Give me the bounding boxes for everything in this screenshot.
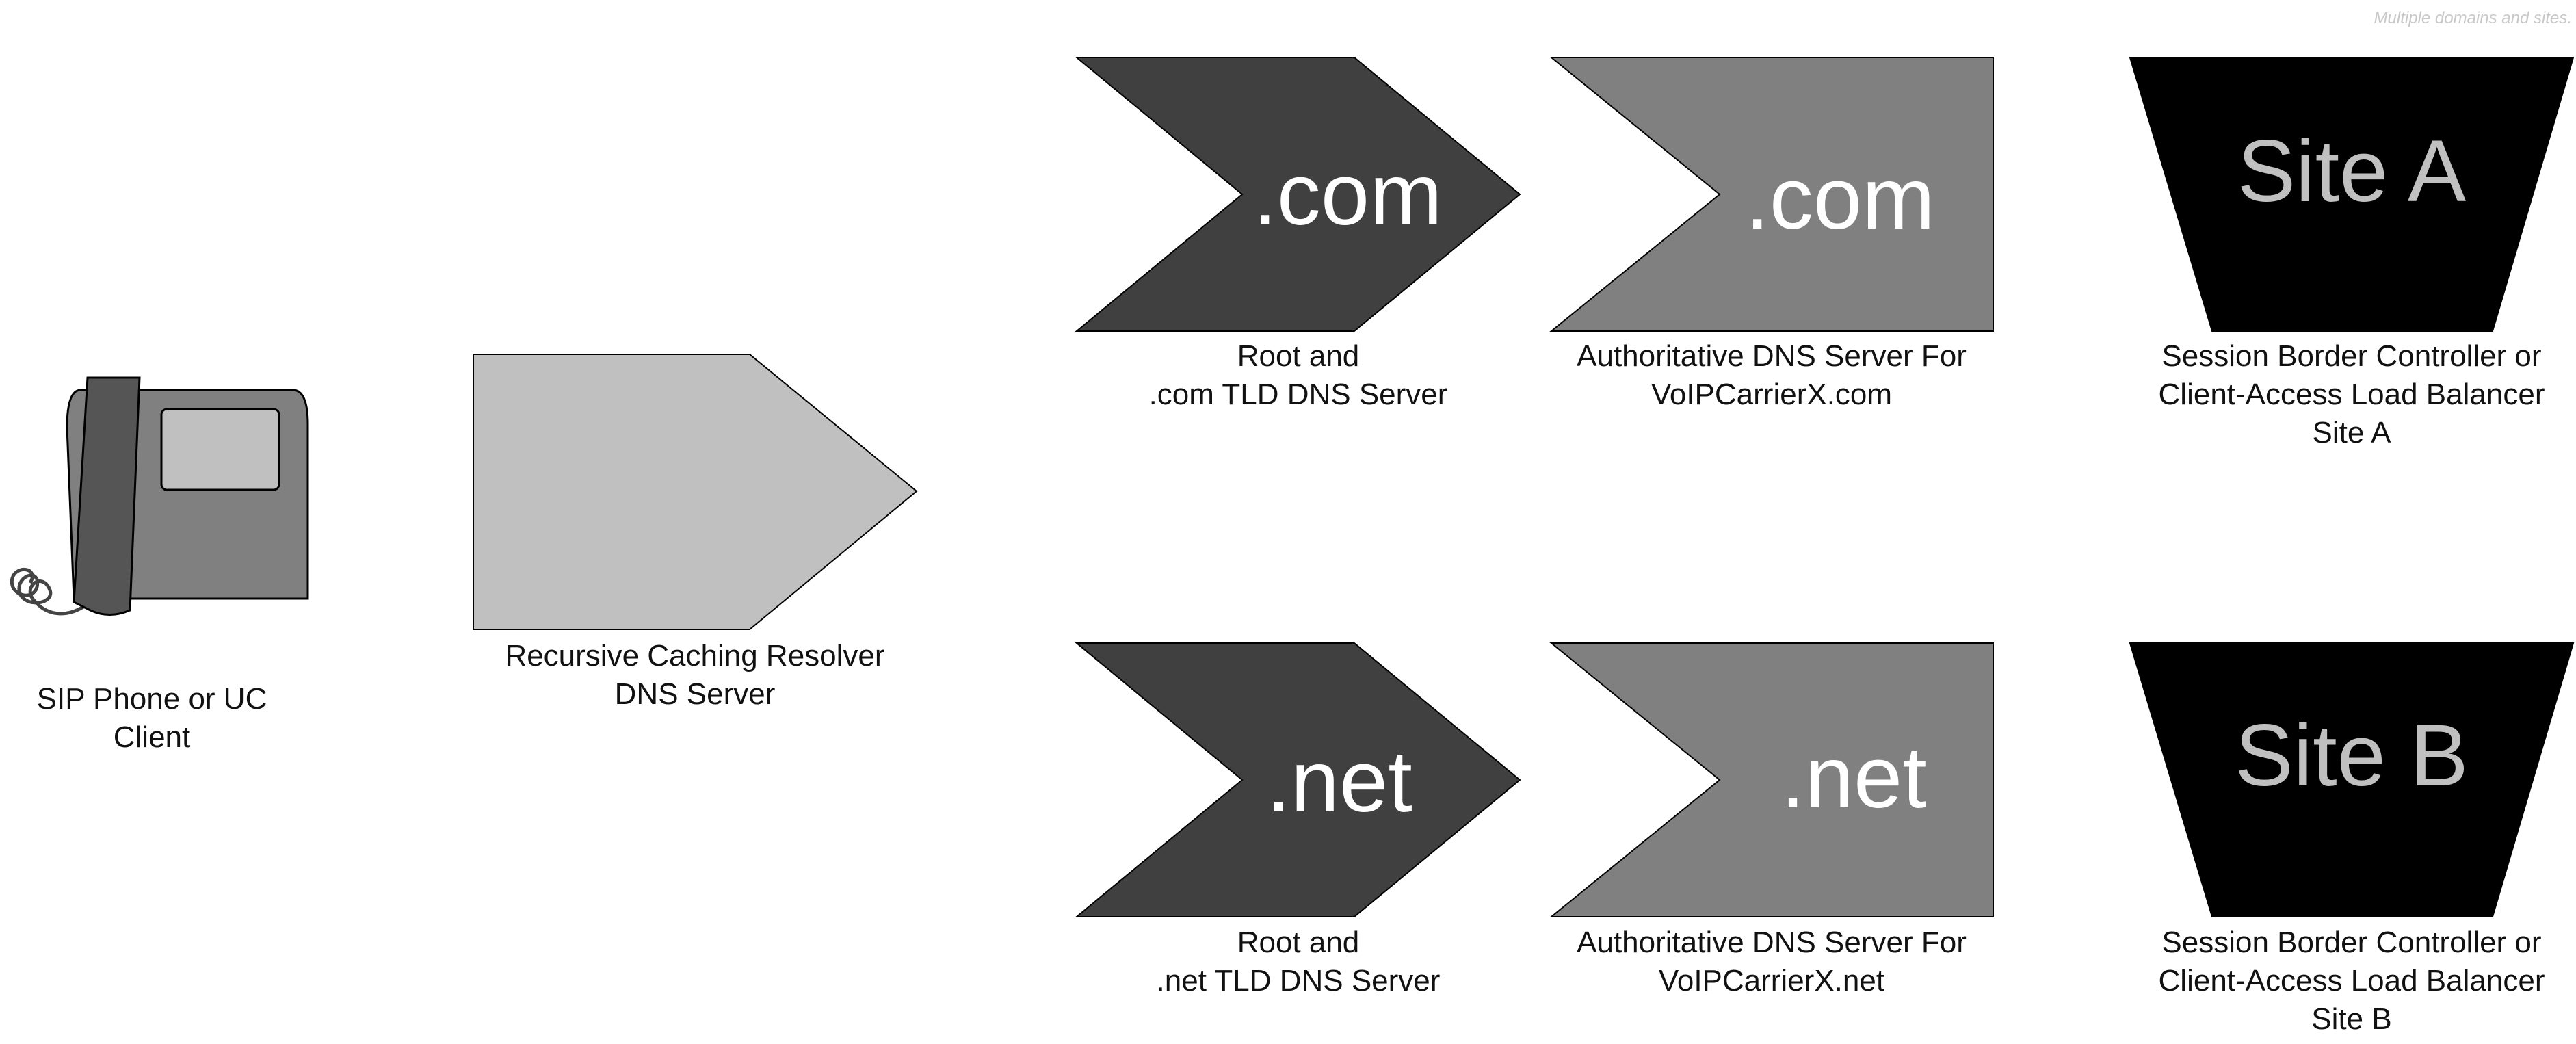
site-b-text: Site B xyxy=(2235,707,2469,805)
phone-cord-icon xyxy=(10,567,92,616)
auth-com-text: .com xyxy=(1745,150,1934,248)
tld-net-label-line: Root and xyxy=(1237,926,1360,959)
tld-net-label: Root and .net TLD DNS Server xyxy=(1157,926,1441,997)
resolver-label-line: DNS Server xyxy=(615,677,776,711)
site-a-shape xyxy=(2129,57,2575,332)
auth-net-label-line: VoIPCarrierX.net xyxy=(1659,964,1884,997)
tld-com-text: .com xyxy=(1252,146,1442,244)
tld-com-label-line: Root and xyxy=(1237,339,1360,373)
tld-net-text: .net xyxy=(1266,733,1412,831)
site-a-label-line: Session Border Controller or xyxy=(2161,339,2541,373)
auth-net-text: .net xyxy=(1780,729,1927,826)
tld-com-chevron xyxy=(1075,57,1521,332)
phone-label: SIP Phone or UC Client xyxy=(37,682,267,754)
resolver-label-line: Recursive Caching Resolver xyxy=(505,639,884,673)
site-a-label: Session Border Controller or Client-Acces… xyxy=(2159,339,2545,449)
site-a-label-line: Client-Access Load Balancer xyxy=(2159,378,2545,411)
auth-net-shape xyxy=(1549,642,1994,917)
site-b-shape xyxy=(2129,642,2575,917)
site-b-label-line: Session Border Controller or xyxy=(2161,926,2541,959)
phone-label-line: Client xyxy=(114,720,191,754)
site-a-label-line: Site A xyxy=(2313,416,2392,449)
tld-net-chevron xyxy=(1075,642,1521,917)
phone-label-line: SIP Phone or UC xyxy=(37,682,267,716)
tld-net-label-line: .net TLD DNS Server xyxy=(1157,964,1441,997)
tld-com-label: Root and .com TLD DNS Server xyxy=(1149,339,1448,411)
site-b-label: Session Border Controller or Client-Acces… xyxy=(2159,926,2545,1036)
tld-com-label-line: .com TLD DNS Server xyxy=(1149,378,1448,411)
phone-screen xyxy=(160,408,280,491)
auth-com-label-line: VoIPCarrierX.com xyxy=(1651,378,1892,411)
auth-com-label-line: Authoritative DNS Server For xyxy=(1577,339,1967,373)
site-b-label-line: Site B xyxy=(2311,1002,2391,1036)
phone-handset xyxy=(73,376,141,616)
auth-com-shape xyxy=(1549,57,1994,332)
resolver-shape xyxy=(473,354,918,630)
desk-phone-icon xyxy=(10,376,309,616)
diagram-caption: Multiple domains and sites. xyxy=(2374,9,2572,27)
auth-net-label-line: Authoritative DNS Server For xyxy=(1577,926,1967,959)
site-b-label-line: Client-Access Load Balancer xyxy=(2159,964,2545,997)
site-a-text: Site A xyxy=(2237,122,2467,220)
